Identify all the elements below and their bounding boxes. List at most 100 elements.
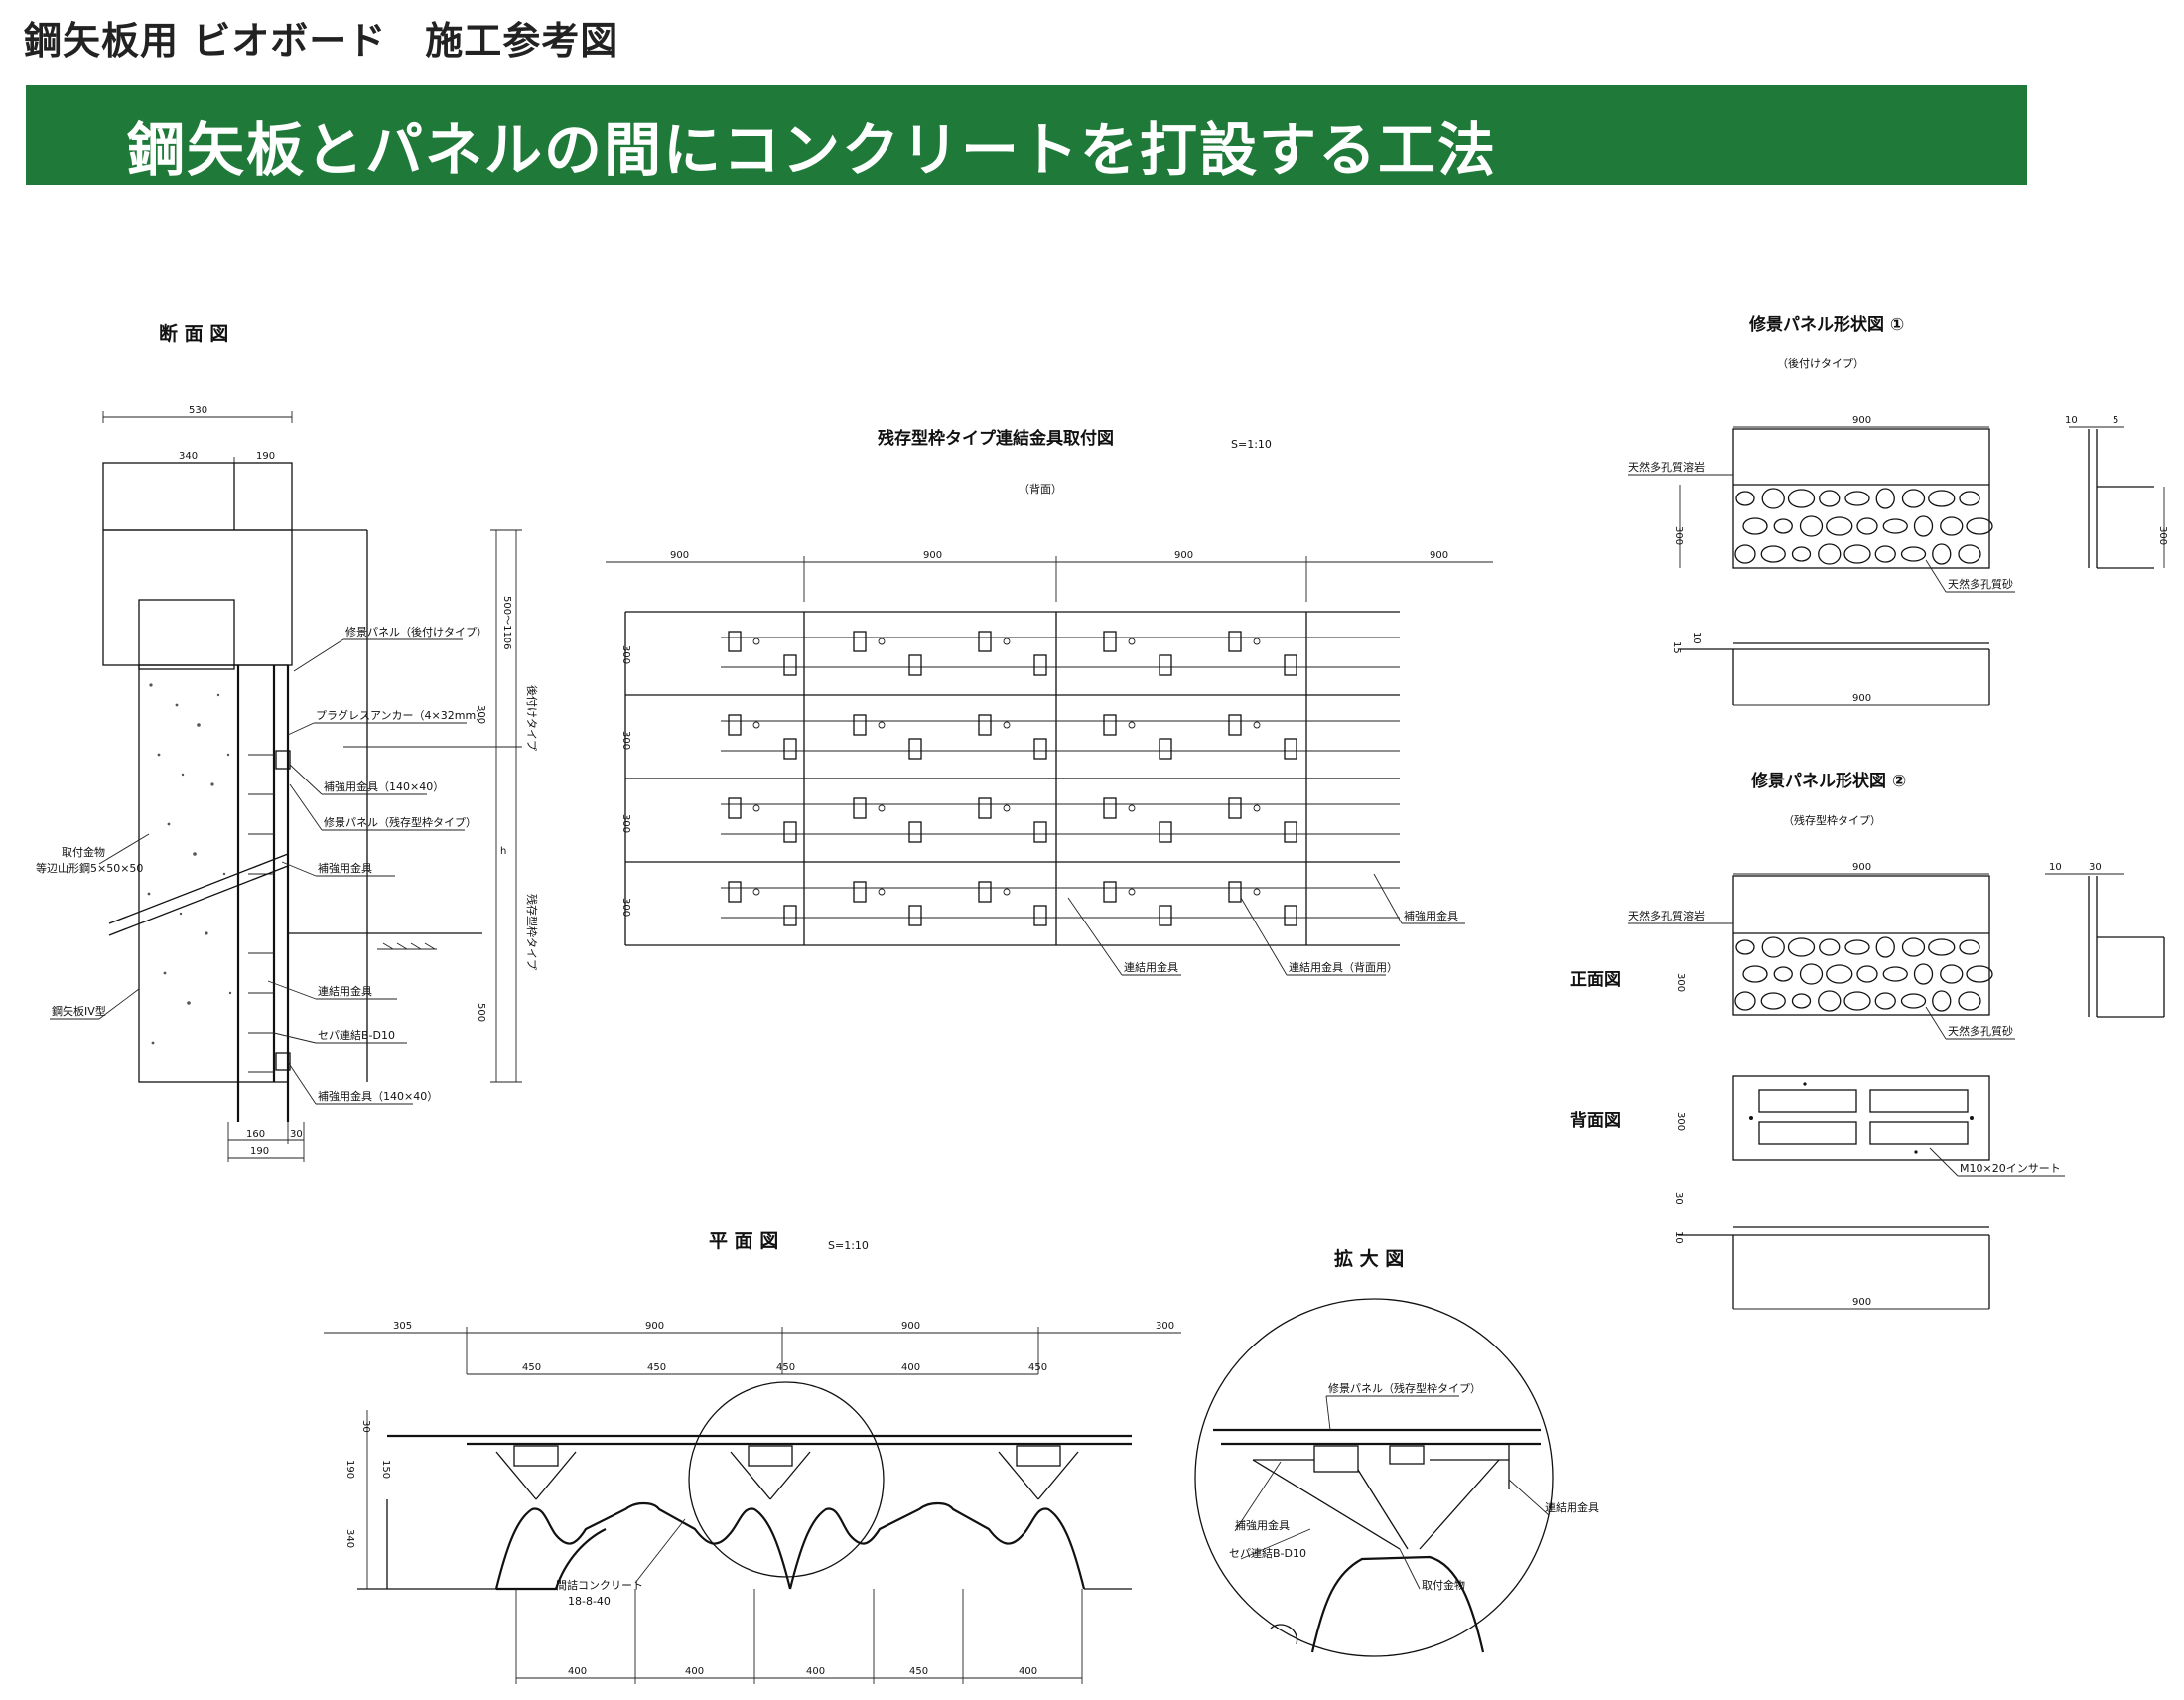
stone-shape (1959, 939, 1980, 955)
bracket-mark (1103, 631, 1117, 652)
plan-side-dim-3: 190 (344, 1460, 355, 1479)
plan-view-title: 平 面 図 (709, 1230, 778, 1252)
stone-shape (1966, 965, 1993, 983)
bracket-mark (853, 714, 867, 736)
panel2-subtitle: （残存型枠タイプ） (1783, 813, 1881, 827)
section-label-bracket: 補強用金具（140×40） (324, 779, 444, 793)
plan-sub-dim-3: 450 (776, 1362, 795, 1373)
stone-shape (1761, 488, 1785, 509)
panel1-dim-width: 900 (1852, 415, 1871, 426)
bolt-mark (1128, 804, 1136, 812)
panel1-title: 修景パネル形状図 ① (1748, 314, 1904, 335)
section-label-sheet-pile: 鋼矢板IV型 (52, 1004, 106, 1018)
section-dim-h500: 500 (476, 1003, 486, 1022)
plan-side-dim-1: 30 (360, 1420, 371, 1433)
bolt-mark (878, 804, 886, 812)
panel2-stone-pattern (1734, 936, 1993, 1012)
stone-shape (1856, 517, 1878, 535)
plan-side-dim-2: 150 (380, 1460, 391, 1479)
stone-shape (1901, 937, 1926, 957)
plan-label-concrete: 間詰コンクリート (556, 1578, 643, 1592)
stone-shape (1913, 515, 1934, 537)
bracket-mark (978, 797, 992, 819)
stone-shape (1874, 545, 1896, 563)
plan-bracket (748, 1445, 793, 1467)
section-label-angle: 等辺山形鋼5×50×50 (36, 861, 143, 875)
panel1-dim-width2: 900 (1852, 693, 1871, 704)
bracket-mark (728, 797, 742, 819)
bracket-mark (728, 881, 742, 903)
stone-shape (1932, 543, 1952, 565)
bracket-mark (1228, 881, 1242, 903)
stone-shape (1875, 488, 1895, 509)
panel1-dim-s1: 10 (1691, 632, 1702, 644)
panel2-dim-height: 300 (1675, 973, 1686, 992)
bracket-mark (908, 654, 922, 676)
bolt-mark (1003, 888, 1011, 896)
bracket-mark (1284, 821, 1297, 843)
stone-shape (1901, 489, 1926, 508)
detail-view: 拡 大 図 修景パネル（残存型枠タイプ） 補強用金具 連結用金具 セパ連結B-D… (1194, 1247, 1599, 1657)
stone-shape (1844, 939, 1870, 955)
panel2-dim-height-back: 300 (1675, 1112, 1686, 1131)
bolt-mark (1003, 638, 1011, 645)
section-dim-bottom-left: 160 (246, 1129, 265, 1140)
bracket-mark (783, 905, 797, 926)
front-view-title: 残存型枠タイプ連結金具取付図 (878, 428, 1114, 449)
section-type-form: 残存型枠タイプ (525, 894, 539, 970)
plan-sub-dim-2: 450 (647, 1362, 666, 1373)
front-view-subtitle: （背面） (1019, 482, 1062, 496)
stone-shape (1959, 491, 1980, 506)
stone-shape (1773, 966, 1793, 982)
front-dim-3: 900 (1174, 550, 1193, 561)
section-label-fixture1: 補強用金具 (318, 861, 372, 875)
plan-top-dim-4: 300 (1156, 1321, 1174, 1332)
bracket-mark (1033, 738, 1047, 760)
section-label-panel-form: 修景パネル（残存型枠タイプ） (324, 815, 477, 829)
stone-shape (1844, 491, 1870, 506)
detail-view-title: 拡 大 図 (1334, 1247, 1404, 1270)
bolt-mark (752, 638, 760, 645)
bolt-mark (878, 888, 886, 896)
section-dim-top: 530 (189, 405, 207, 416)
stone-shape (1826, 964, 1853, 984)
bracket-mark (783, 738, 797, 760)
panel1-label-stone-top: 天然多孔質溶岩 (1628, 460, 1705, 474)
stone-shape (1874, 992, 1896, 1010)
bracket-mark (908, 905, 922, 926)
section-view-title: 断 面 図 (159, 322, 228, 345)
stone-shape (1882, 518, 1908, 534)
stone-shape (1826, 516, 1853, 536)
plan-brace (998, 1451, 1039, 1500)
bolt-mark (752, 804, 760, 812)
bolt-mark (1253, 804, 1261, 812)
stone-shape (1761, 936, 1785, 958)
bracket-mark (1284, 738, 1297, 760)
section-type-after: 後付けタイプ (525, 685, 539, 751)
panel2-label-stone-top: 天然多孔質溶岩 (1628, 909, 1705, 922)
plan-brackets (495, 1445, 1079, 1500)
plan-top-dim-1: 305 (393, 1321, 412, 1332)
plan-bracket (1016, 1445, 1061, 1467)
bracket-mark (853, 881, 867, 903)
detail-label-fixture: 補強用金具 (1235, 1518, 1290, 1532)
bracket-mark (1159, 654, 1172, 676)
bracket-mark (1033, 654, 1047, 676)
section-view: 断 面 図 530 340 190 (36, 322, 539, 1162)
plan-sub-dim-4: 400 (901, 1362, 920, 1373)
front-dim-4: 900 (1430, 550, 1448, 561)
panel1-subtitle: （後付けタイプ） (1777, 356, 1864, 370)
stone-shape (1928, 938, 1956, 956)
bolt-mark (752, 888, 760, 896)
front-view-scale: S=1:10 (1231, 438, 1272, 451)
stone-shape (1900, 546, 1927, 562)
section-label-fixture2: 連結用金具 (318, 984, 372, 998)
panel2-dim-t1: 10 (2049, 862, 2062, 873)
section-label-attach: 取付金物 (62, 845, 105, 859)
bracket-mark (908, 738, 922, 760)
stone-shape (1843, 544, 1871, 564)
panel2-dim-width2: 900 (1852, 1297, 1871, 1308)
section-dim-h: h (500, 846, 506, 857)
stone-shape (1940, 964, 1964, 984)
stone-shape (1819, 490, 1841, 507)
